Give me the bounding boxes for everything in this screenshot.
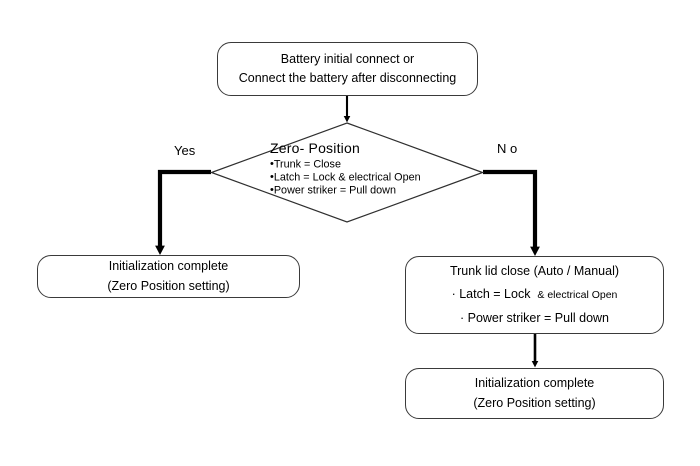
node-initialization-complete-right: Initialization complete (Zero Position s… (405, 368, 664, 419)
node-trunk-lid-close: Trunk lid close (Auto / Manual) · Latch … (405, 256, 664, 334)
node-init-right-line2: (Zero Position setting) (473, 395, 596, 410)
connector-yes-branch (155, 169, 211, 255)
branch-label-no: N o (497, 141, 518, 156)
node-init-right-line1: Initialization complete (474, 376, 595, 391)
node-trunk-lid-close-latch-text: · Latch = Lock (451, 287, 531, 302)
decision-bullet-2: •Latch = Lock & electrical Open (270, 171, 421, 184)
decision-text-block: Zero- Position •Trunk = Close •Latch = L… (270, 140, 421, 197)
decision-title: Zero- Position (270, 140, 360, 156)
node-trunk-lid-close-line2: · Latch = Lock & electrical Open (452, 285, 618, 304)
node-trunk-lid-close-latch-note: & electrical Open (537, 289, 618, 302)
node-init-left-line2: (Zero Position setting) (107, 278, 230, 293)
node-zero-position-decision: Zero- Position •Trunk = Close •Latch = L… (210, 122, 484, 223)
node-trunk-lid-close-line3: · Power striker = Pull down (459, 310, 609, 325)
decision-bullet-2-text: Latch = Lock & electrical Open (273, 171, 421, 184)
bullet-glyph: • (270, 183, 274, 196)
bullet-glyph: • (270, 170, 274, 183)
node-battery-connect-line1: Battery initial connect or (280, 51, 415, 66)
decision-bullet-3: •Power striker = Pull down (270, 184, 421, 197)
node-initialization-complete-left: Initialization complete (Zero Position s… (37, 255, 300, 298)
bullet-glyph: • (270, 157, 274, 170)
decision-bullet-1: •Trunk = Close (270, 158, 421, 171)
decision-bullet-1-text: Trunk = Close (273, 158, 341, 171)
node-init-left-line1: Initialization complete (108, 259, 229, 274)
node-battery-connect: Battery initial connect or Connect the b… (217, 42, 478, 96)
diamond-shape (210, 122, 484, 223)
connector-no-branch (483, 169, 540, 256)
decision-bullet-3-text: Power striker = Pull down (273, 184, 396, 197)
node-battery-connect-line2: Connect the battery after disconnecting (238, 71, 457, 85)
node-trunk-lid-close-line1: Trunk lid close (Auto / Manual) (449, 263, 620, 278)
branch-label-yes: Yes (174, 143, 196, 158)
